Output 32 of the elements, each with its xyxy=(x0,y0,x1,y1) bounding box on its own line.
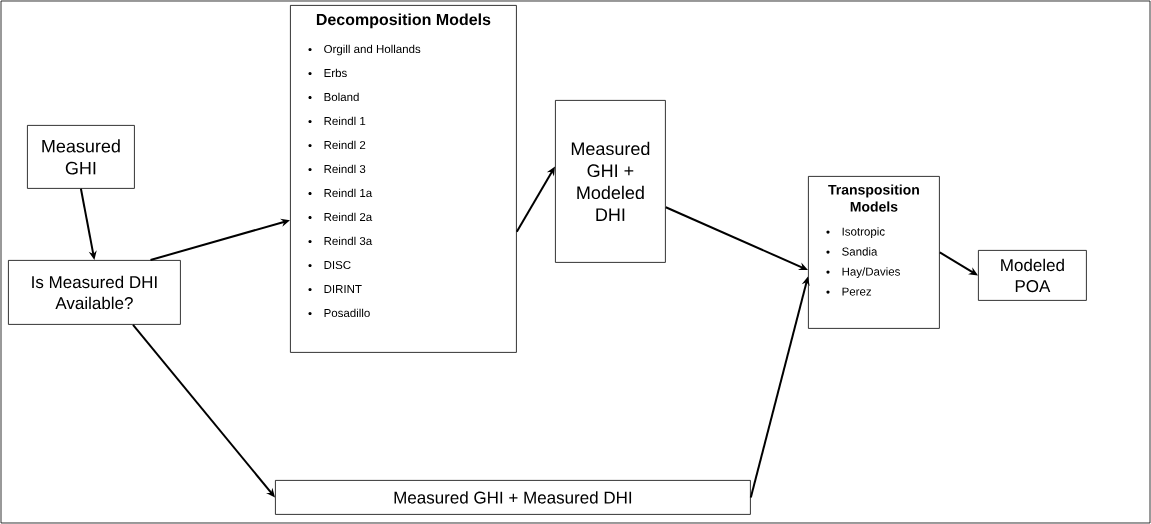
process-box xyxy=(978,250,1087,301)
arrow xyxy=(664,206,808,271)
process-box xyxy=(290,5,517,353)
list-item: Posadillo xyxy=(324,308,370,318)
list-item: Reindl 2a xyxy=(324,212,373,222)
list-item: Boland xyxy=(324,92,359,102)
arrow xyxy=(938,251,978,276)
node-text: Modeled POA xyxy=(1001,258,1064,293)
process-box xyxy=(27,125,135,189)
list-item: Reindl 3a xyxy=(324,236,373,246)
list-item: Erbs xyxy=(324,68,347,78)
node-text: Is Measured DHI Available? xyxy=(32,275,157,310)
list-item: DIRINT xyxy=(324,285,362,293)
list-item: Orgill and Hollands xyxy=(324,44,421,56)
list-item: Isotropic xyxy=(842,227,885,238)
list-item: Reindl 3 xyxy=(324,164,366,174)
heading: Decomposition Models xyxy=(316,13,491,29)
process-box xyxy=(555,100,666,263)
heading: Transposition Models xyxy=(828,184,919,212)
list-item: Sandia xyxy=(842,247,878,256)
process-box xyxy=(808,176,940,329)
list-item: Reindl 2 xyxy=(324,140,366,150)
list-item: Hay/Davies xyxy=(842,267,900,278)
list-item: Perez xyxy=(842,287,872,296)
node-text: Measured GHI xyxy=(42,139,120,175)
process-box xyxy=(8,260,181,325)
list-item: Reindl 1a xyxy=(324,188,373,198)
node-text: Measured GHI + Modeled DHI xyxy=(571,141,650,221)
list-item: Reindl 1 xyxy=(324,116,366,126)
node-text: Measured GHI + Measured DHI xyxy=(394,491,632,504)
process-box xyxy=(275,480,751,515)
list-item: DISC xyxy=(324,260,351,270)
